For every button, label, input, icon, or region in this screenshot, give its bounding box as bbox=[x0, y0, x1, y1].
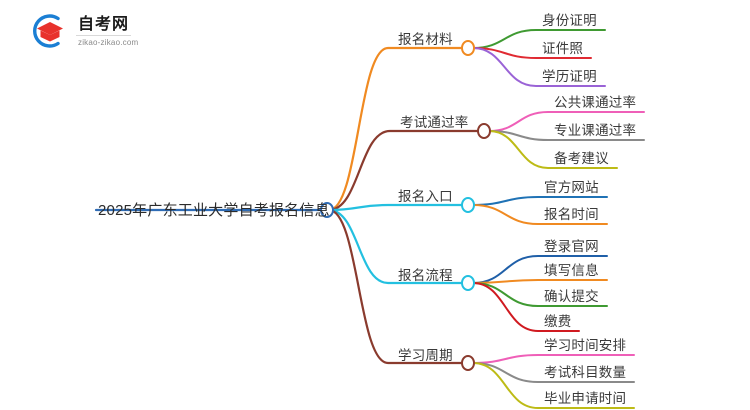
logo-arc-shape bbox=[33, 14, 60, 48]
graduation-cap-logo-icon bbox=[26, 9, 70, 53]
leaf-label-0-2: 学历证明 bbox=[542, 69, 597, 84]
branch-node-3 bbox=[461, 275, 475, 291]
site-logo: 自考网 zikao-zikao.com bbox=[26, 8, 196, 54]
logo-text-group: 自考网 zikao-zikao.com bbox=[76, 14, 138, 49]
branch-label-1: 考试通过率 bbox=[400, 115, 469, 130]
leaf-label-4-1: 考试科目数量 bbox=[544, 365, 627, 380]
logo-domain: zikao-zikao.com bbox=[78, 37, 139, 47]
root-node-label: 2025年广东工业大学自考报名信息 bbox=[98, 202, 330, 219]
leaf-label-3-3: 缴费 bbox=[544, 314, 572, 329]
leaf-label-2-1: 报名时间 bbox=[544, 207, 599, 222]
logo-svg bbox=[33, 14, 63, 48]
leaf-path-2-0 bbox=[472, 196, 608, 206]
branch-label-3: 报名流程 bbox=[398, 268, 453, 283]
logo-title: 自考网 bbox=[76, 16, 132, 36]
leaf-label-1-1: 专业课通过率 bbox=[554, 123, 637, 138]
leaf-label-0-0: 身份证明 bbox=[542, 13, 597, 28]
logo-cap-top-shape bbox=[37, 22, 63, 35]
branch-path-2 bbox=[327, 203, 464, 212]
leaf-label-1-2: 备考建议 bbox=[554, 151, 609, 166]
branch-label-4: 学习周期 bbox=[398, 348, 453, 363]
branch-path-4 bbox=[327, 208, 464, 365]
leaf-label-4-2: 毕业申请时间 bbox=[544, 391, 627, 406]
leaf-label-3-1: 填写信息 bbox=[544, 263, 599, 278]
branch-node-0 bbox=[461, 40, 475, 56]
leaf-label-3-0: 登录官网 bbox=[544, 239, 599, 254]
leaf-path-0-0 bbox=[472, 29, 606, 49]
leaf-label-2-0: 官方网站 bbox=[544, 180, 599, 195]
branch-label-0: 报名材料 bbox=[398, 32, 453, 47]
branch-node-1 bbox=[477, 123, 491, 139]
branch-node-4 bbox=[461, 355, 475, 371]
leaf-path-3-1 bbox=[472, 279, 608, 284]
leaf-label-0-1: 证件照 bbox=[542, 41, 584, 56]
logo-cap-base-shape bbox=[40, 30, 60, 42]
branch-label-2: 报名入口 bbox=[398, 189, 453, 204]
leaf-path-4-0 bbox=[472, 354, 635, 364]
leaf-label-1-0: 公共课通过率 bbox=[554, 95, 637, 110]
branch-node-2 bbox=[461, 197, 475, 213]
leaf-label-3-2: 确认提交 bbox=[544, 289, 599, 304]
leaf-label-4-0: 学习时间安排 bbox=[544, 338, 627, 353]
